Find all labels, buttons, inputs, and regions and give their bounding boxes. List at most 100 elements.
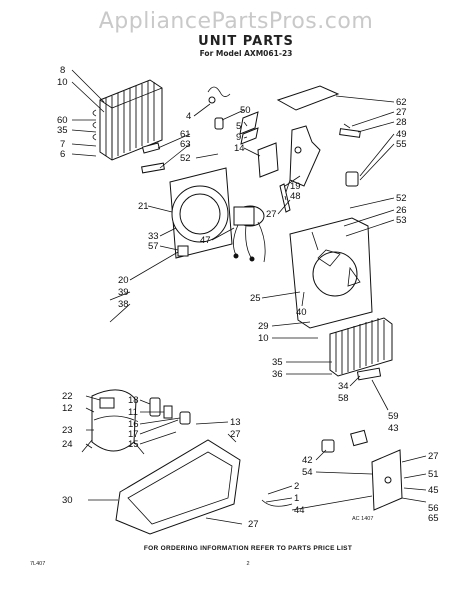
callout-20: 20 [118, 275, 129, 286]
callout-19: 19 [290, 181, 301, 192]
callout-49: 49 [396, 129, 407, 140]
callout-65: 65 [428, 513, 439, 524]
callout-17: 17 [128, 429, 139, 440]
callout-35: 35 [272, 357, 283, 368]
callout-51: 51 [428, 469, 439, 480]
callout-9: 9 [236, 132, 241, 143]
callout-53: 53 [396, 215, 407, 226]
callout-7: 7 [60, 139, 65, 150]
callout-numbers: 8 10 60 35 7 6 4 50 5 9 61 63 52 14 62 2… [57, 65, 439, 530]
callout-11: 11 [128, 407, 138, 418]
callout-35: 35 [57, 125, 68, 136]
callout-12: 12 [62, 403, 73, 414]
condenser-coil [329, 317, 393, 377]
callout-27: 27 [428, 451, 439, 462]
callout-56: 56 [428, 503, 439, 514]
callout-52: 52 [180, 153, 191, 164]
callout-21: 21 [138, 201, 149, 212]
callout-27: 27 [396, 107, 407, 118]
watermark: AppliancePartsPros.com [99, 9, 374, 34]
callout-63: 63 [180, 139, 191, 150]
bracket-28 [339, 128, 361, 138]
capacitor-42 [321, 439, 335, 453]
callout-60: 60 [57, 115, 68, 126]
ordering-footer: FOR ORDERING INFORMATION REFER TO PARTS … [144, 545, 352, 552]
callout-50: 50 [240, 105, 251, 116]
callout-44: 44 [294, 505, 305, 516]
callout-10: 10 [57, 77, 68, 88]
cap-49 [345, 171, 359, 187]
callout-61: 61 [180, 129, 191, 140]
control-box-19 [285, 125, 321, 193]
page-number: 2 [246, 561, 249, 567]
diagram-title: UNIT PARTS [198, 34, 294, 49]
callout-58: 58 [338, 393, 349, 404]
callout-39: 39 [118, 287, 129, 298]
callout-14: 14 [234, 143, 245, 154]
callout-1: 1 [294, 493, 299, 504]
callout-48: 48 [290, 191, 301, 202]
control-panel-14 [257, 142, 279, 178]
screw-27a [343, 123, 351, 129]
callout-27: 27 [266, 209, 277, 220]
gasket-34 [356, 367, 382, 381]
callout-54: 54 [302, 467, 313, 478]
callout-25: 25 [250, 293, 261, 304]
callout-15: 15 [128, 439, 139, 450]
callout-29: 29 [258, 321, 269, 332]
knob-50 [214, 117, 224, 130]
evaporator-coil [92, 79, 163, 161]
callout-43: 43 [388, 423, 399, 434]
corner-code: 7L407 [30, 561, 45, 567]
top-cover-62 [276, 85, 340, 111]
switch-43 [350, 429, 368, 447]
callout-4: 4 [186, 111, 191, 122]
callout-36: 36 [272, 369, 283, 380]
callout-23: 23 [62, 425, 73, 436]
callout-45: 45 [428, 485, 439, 496]
gasket-strip-61 [141, 142, 161, 154]
leader-lines [71, 69, 427, 525]
callout-26: 26 [396, 205, 407, 216]
callout-27: 27 [248, 519, 259, 530]
callout-16: 16 [128, 419, 139, 430]
base-pan-30 [115, 439, 241, 535]
callout-55: 55 [396, 139, 407, 150]
thermostat-4 [207, 86, 231, 104]
plate-9 [240, 127, 259, 145]
callout-27: 27 [230, 429, 241, 440]
callout-6: 6 [60, 149, 65, 160]
bracket-5 [239, 111, 259, 135]
callout-10: 10 [258, 333, 269, 344]
callout-8: 8 [60, 65, 65, 76]
callout-18: 18 [128, 395, 139, 406]
callout-30: 30 [62, 495, 73, 506]
fan-motor-47 [233, 205, 266, 263]
power-cord-1 [261, 499, 293, 507]
callout-5: 5 [236, 121, 241, 132]
callout-47: 47 [200, 235, 211, 246]
callout-22: 22 [62, 391, 73, 402]
model-subtitle: For Model AXM061-23 [200, 49, 293, 58]
callout-62: 62 [396, 97, 407, 108]
callout-24: 24 [62, 439, 73, 450]
electrical-box-44 [371, 449, 403, 511]
callout-59: 59 [388, 411, 399, 422]
gasket-strip-63 [141, 162, 165, 174]
relay-18 [149, 397, 161, 417]
callout-34: 34 [338, 381, 349, 392]
callout-42: 42 [302, 455, 313, 466]
callout-2: 2 [294, 481, 299, 492]
art-code: AC 1407 [352, 516, 373, 522]
callout-33: 33 [148, 231, 159, 242]
compressor-22 [81, 389, 145, 455]
bracket-20 [177, 245, 189, 257]
callout-57: 57 [148, 241, 159, 252]
overload-11 [163, 405, 173, 419]
callout-28: 28 [396, 117, 407, 128]
callout-38: 38 [118, 299, 129, 310]
capacitor-16 [179, 411, 191, 425]
callout-13: 13 [230, 417, 241, 428]
